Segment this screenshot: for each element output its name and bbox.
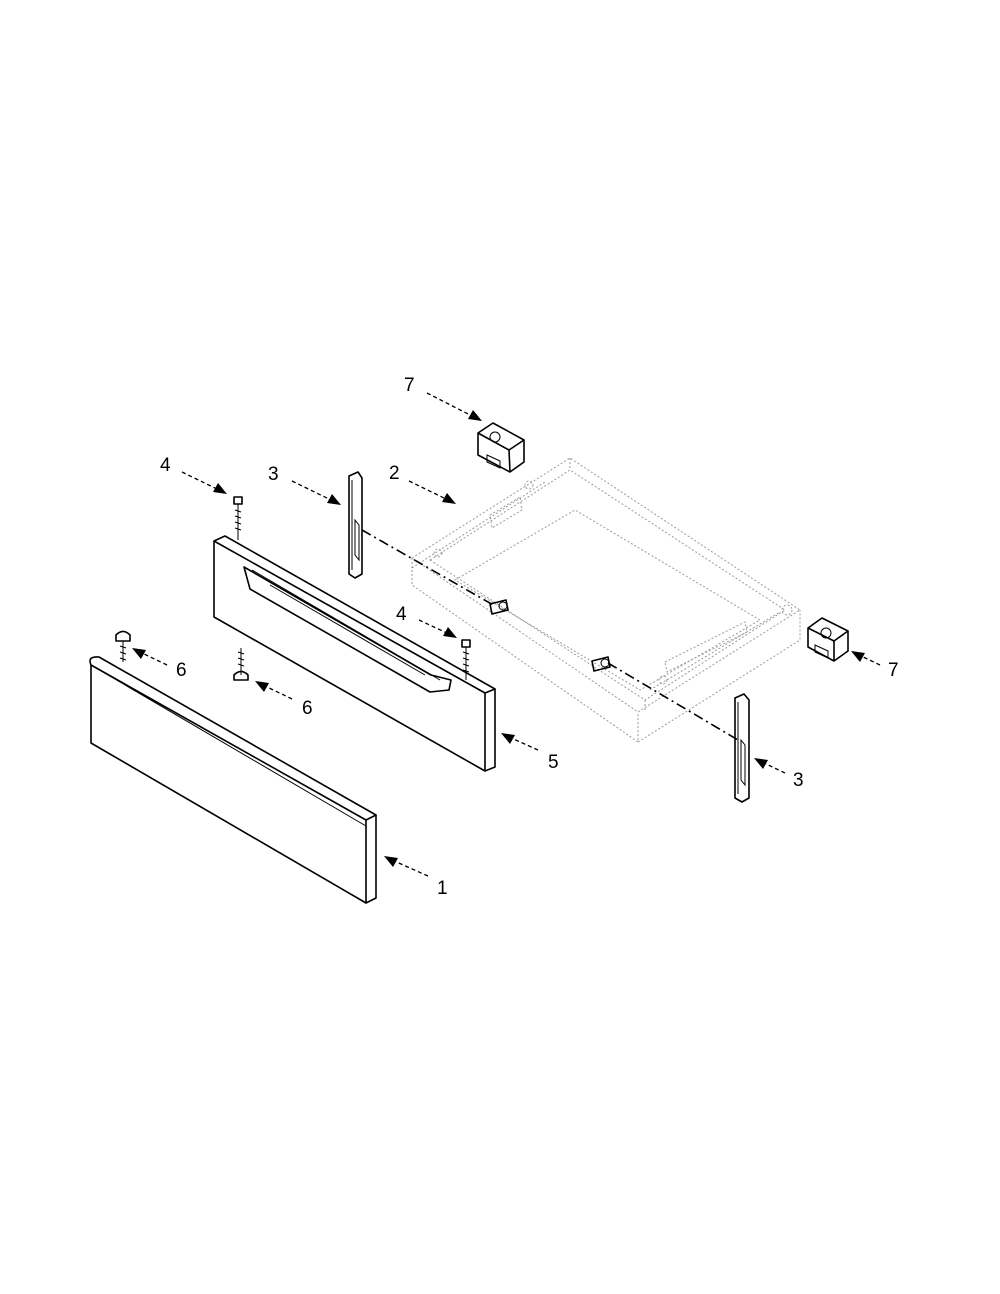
callout-label-4-mid: 4 [396, 604, 407, 625]
leader-3-right [754, 758, 786, 774]
callout-label-7-right: 7 [888, 660, 899, 681]
leader-5 [501, 733, 539, 751]
leader-4-mid [418, 619, 457, 638]
screw-4-mid [461, 639, 471, 680]
outer-drawer-front [89, 656, 377, 904]
callout-label-6-upper: 6 [176, 660, 187, 681]
callout-label-3-left: 3 [268, 464, 279, 485]
slide-left [348, 471, 363, 579]
bracket-top [477, 422, 525, 473]
drawer-box [411, 457, 801, 743]
slide-right [734, 693, 750, 803]
callout-label-5: 5 [548, 752, 559, 773]
leader-7-top [426, 392, 482, 421]
alignment-line-right [607, 662, 739, 741]
callout-label-1: 1 [437, 878, 448, 899]
callout-label-2: 2 [389, 463, 400, 484]
leader-1 [384, 856, 429, 877]
inner-drawer-panel [213, 535, 496, 772]
screw-6-upper [115, 630, 131, 662]
leader-3-left [291, 480, 341, 505]
leader-2 [408, 480, 456, 504]
callout-label-6-lower: 6 [302, 698, 313, 719]
bracket-right [807, 617, 849, 662]
callout-label-7-top: 7 [404, 375, 415, 396]
screw-4-left [233, 496, 243, 540]
leader-4-left [181, 471, 227, 494]
drawer-screw-right [591, 656, 611, 672]
drawer-screw-left [489, 599, 509, 615]
alignment-line-left [361, 529, 496, 607]
screw-6-lower [233, 648, 249, 681]
leader-6-lower [255, 681, 293, 700]
leader-6-upper [132, 648, 168, 666]
callout-label-3-right: 3 [793, 770, 804, 791]
callout-label-4-left: 4 [160, 455, 171, 476]
leader-7-right [851, 651, 881, 666]
